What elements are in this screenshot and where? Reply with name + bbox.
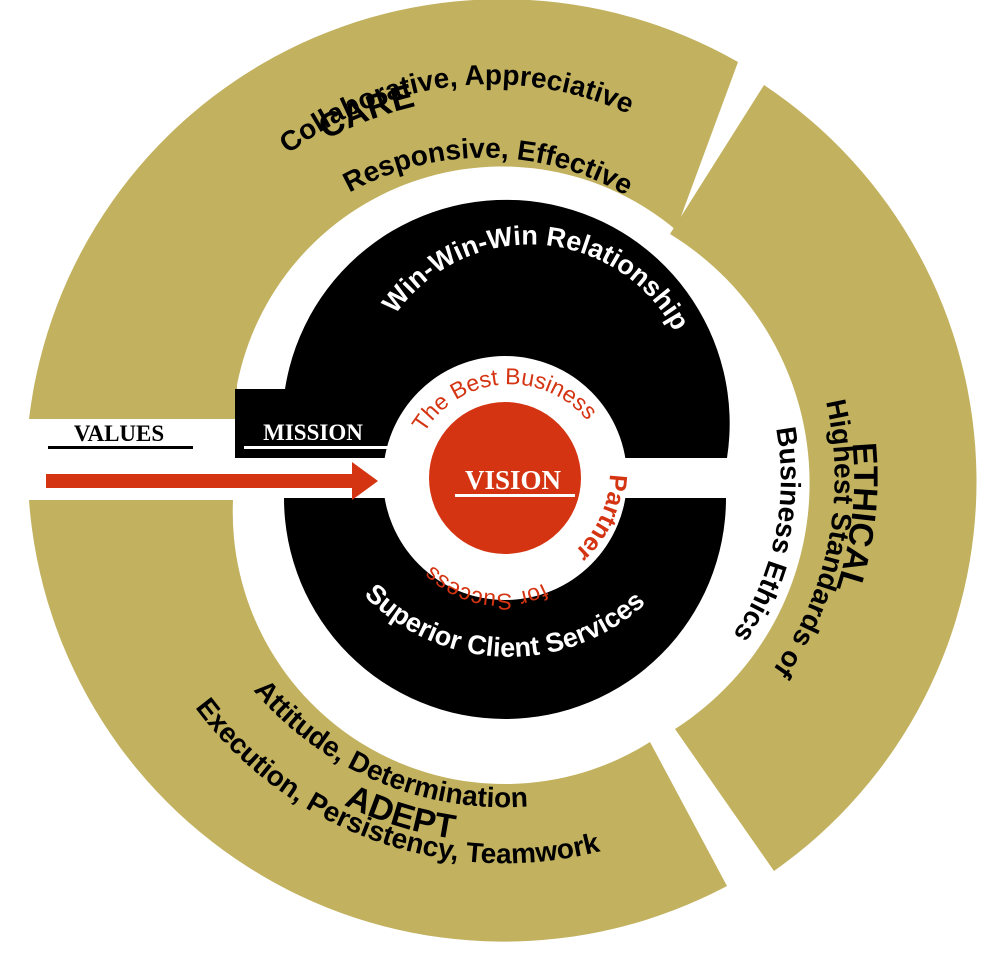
- adept-segment: [29, 500, 727, 942]
- mission-top-half: [235, 199, 730, 459]
- values-ring: [29, 0, 977, 942]
- care-segment: [29, 0, 738, 419]
- vision-core: [429, 402, 581, 554]
- ethical-segment: [670, 85, 977, 871]
- mission-underline: [244, 446, 390, 449]
- values-underline: [48, 446, 193, 449]
- vision-label: VISION: [465, 465, 562, 495]
- vision-underline: [455, 494, 575, 497]
- mission-ring: [235, 199, 730, 719]
- values-label: VALUES: [74, 421, 164, 446]
- arrow-icon: [46, 462, 378, 500]
- mission-label: MISSION: [263, 420, 363, 445]
- mission-bottom-half: [284, 498, 726, 719]
